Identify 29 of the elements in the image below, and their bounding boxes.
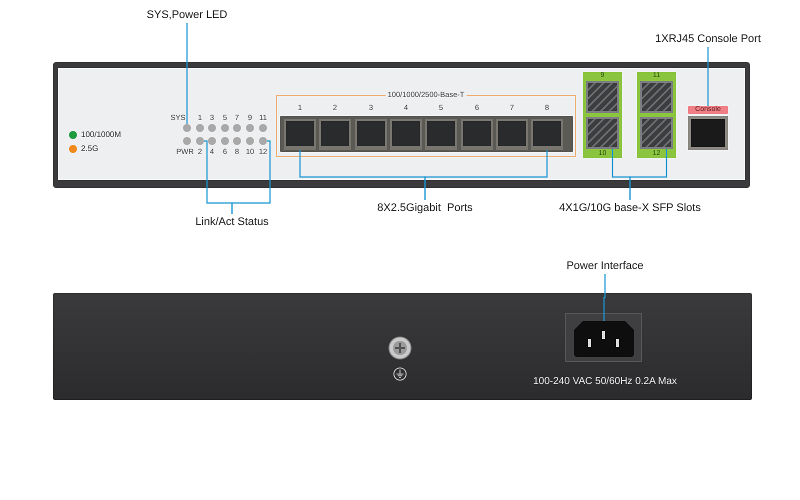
ethernet-port <box>425 119 457 150</box>
legend-label: 100/1000M <box>81 130 122 139</box>
ethernet-port <box>531 119 563 150</box>
callout-label: 1XRJ45 Console Port <box>648 31 768 47</box>
sfp-slot <box>640 81 673 113</box>
callout-label: Link/Act Status <box>177 214 287 230</box>
ethernet-port <box>496 119 528 150</box>
sfp-slot <box>586 81 619 113</box>
leader-line <box>424 150 548 200</box>
ethernet-port <box>390 119 422 150</box>
callout-label: 4X1G/10G base-X SFP Slots <box>555 200 705 216</box>
leader-line <box>707 47 709 106</box>
callout-label: Power Interface <box>550 258 660 274</box>
sfp-slot <box>586 117 619 149</box>
leader-line <box>231 140 271 214</box>
leader-line <box>629 149 668 200</box>
ethernet-port <box>355 119 387 150</box>
console-port <box>688 106 728 150</box>
ethernet-port <box>319 119 351 150</box>
leader-line <box>186 23 188 124</box>
legend-label: 2.5G <box>81 144 98 153</box>
leader-line <box>603 274 606 321</box>
ethernet-port <box>284 119 316 150</box>
power-rating-text: 100-240 VAC 50/60Hz 0.2A Max <box>533 377 677 387</box>
ethernet-port <box>461 119 493 150</box>
sfp-slot <box>640 117 673 149</box>
power-inlet <box>574 321 634 357</box>
callout-label: 8X2.5Gigabit Ports <box>360 200 490 216</box>
callout-label: SYS,Power LED <box>132 7 242 23</box>
